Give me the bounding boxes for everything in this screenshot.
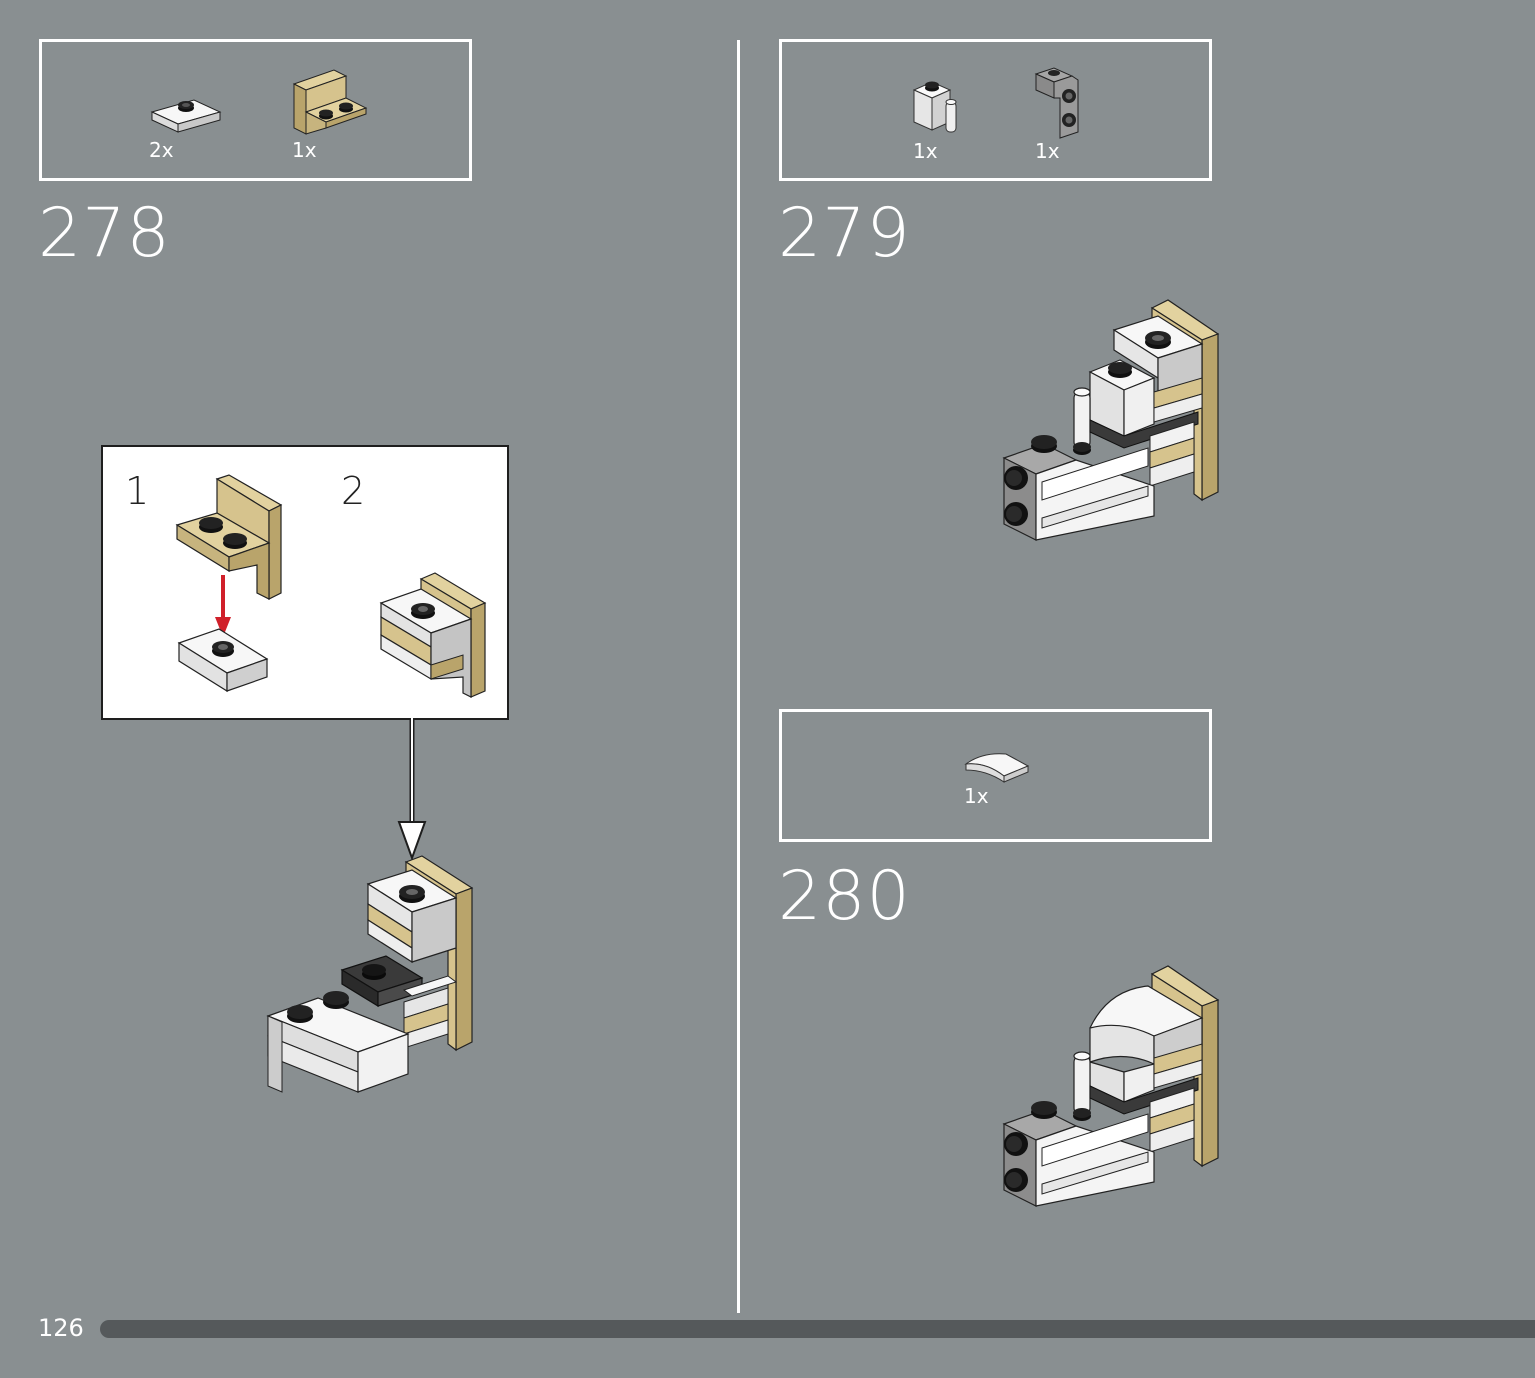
parts-box-step-278: 2x 1x [39,39,472,181]
part-qty: 2x [149,138,174,162]
column-divider [737,40,740,1313]
substep-number-1: 1 [125,469,150,513]
grey-bracket-icon [1034,67,1079,139]
assembly-illustration-278 [266,855,474,1093]
callout-pointer-arrow [397,718,427,860]
step-number-279: 279 [778,194,911,273]
part-qty: 1x [292,138,317,162]
assembly-illustration-280 [1002,965,1220,1207]
progress-bar [100,1320,1535,1338]
step-number-278: 278 [38,194,171,273]
assembly-illustration-279 [1002,299,1220,541]
page-number: 126 [38,1314,84,1342]
part-qty: 1x [1035,139,1060,163]
white-plate-1x2-jumper-icon [150,99,222,133]
tan-bracket-icon [292,69,368,135]
substep-1-illustration [175,474,283,693]
part-qty: 1x [964,784,989,808]
white-brick-clip-icon [912,81,957,133]
part-qty: 1x [913,139,938,163]
substep-number-2: 2 [341,469,366,513]
parts-box-step-280: 1x [779,709,1212,842]
parts-box-step-279: 1x 1x [779,39,1212,181]
white-curved-slope-icon [964,753,1030,783]
subassembly-callout: 1 2 [101,445,509,720]
step-number-280: 280 [778,857,911,936]
substep-2-illustration [379,572,487,698]
